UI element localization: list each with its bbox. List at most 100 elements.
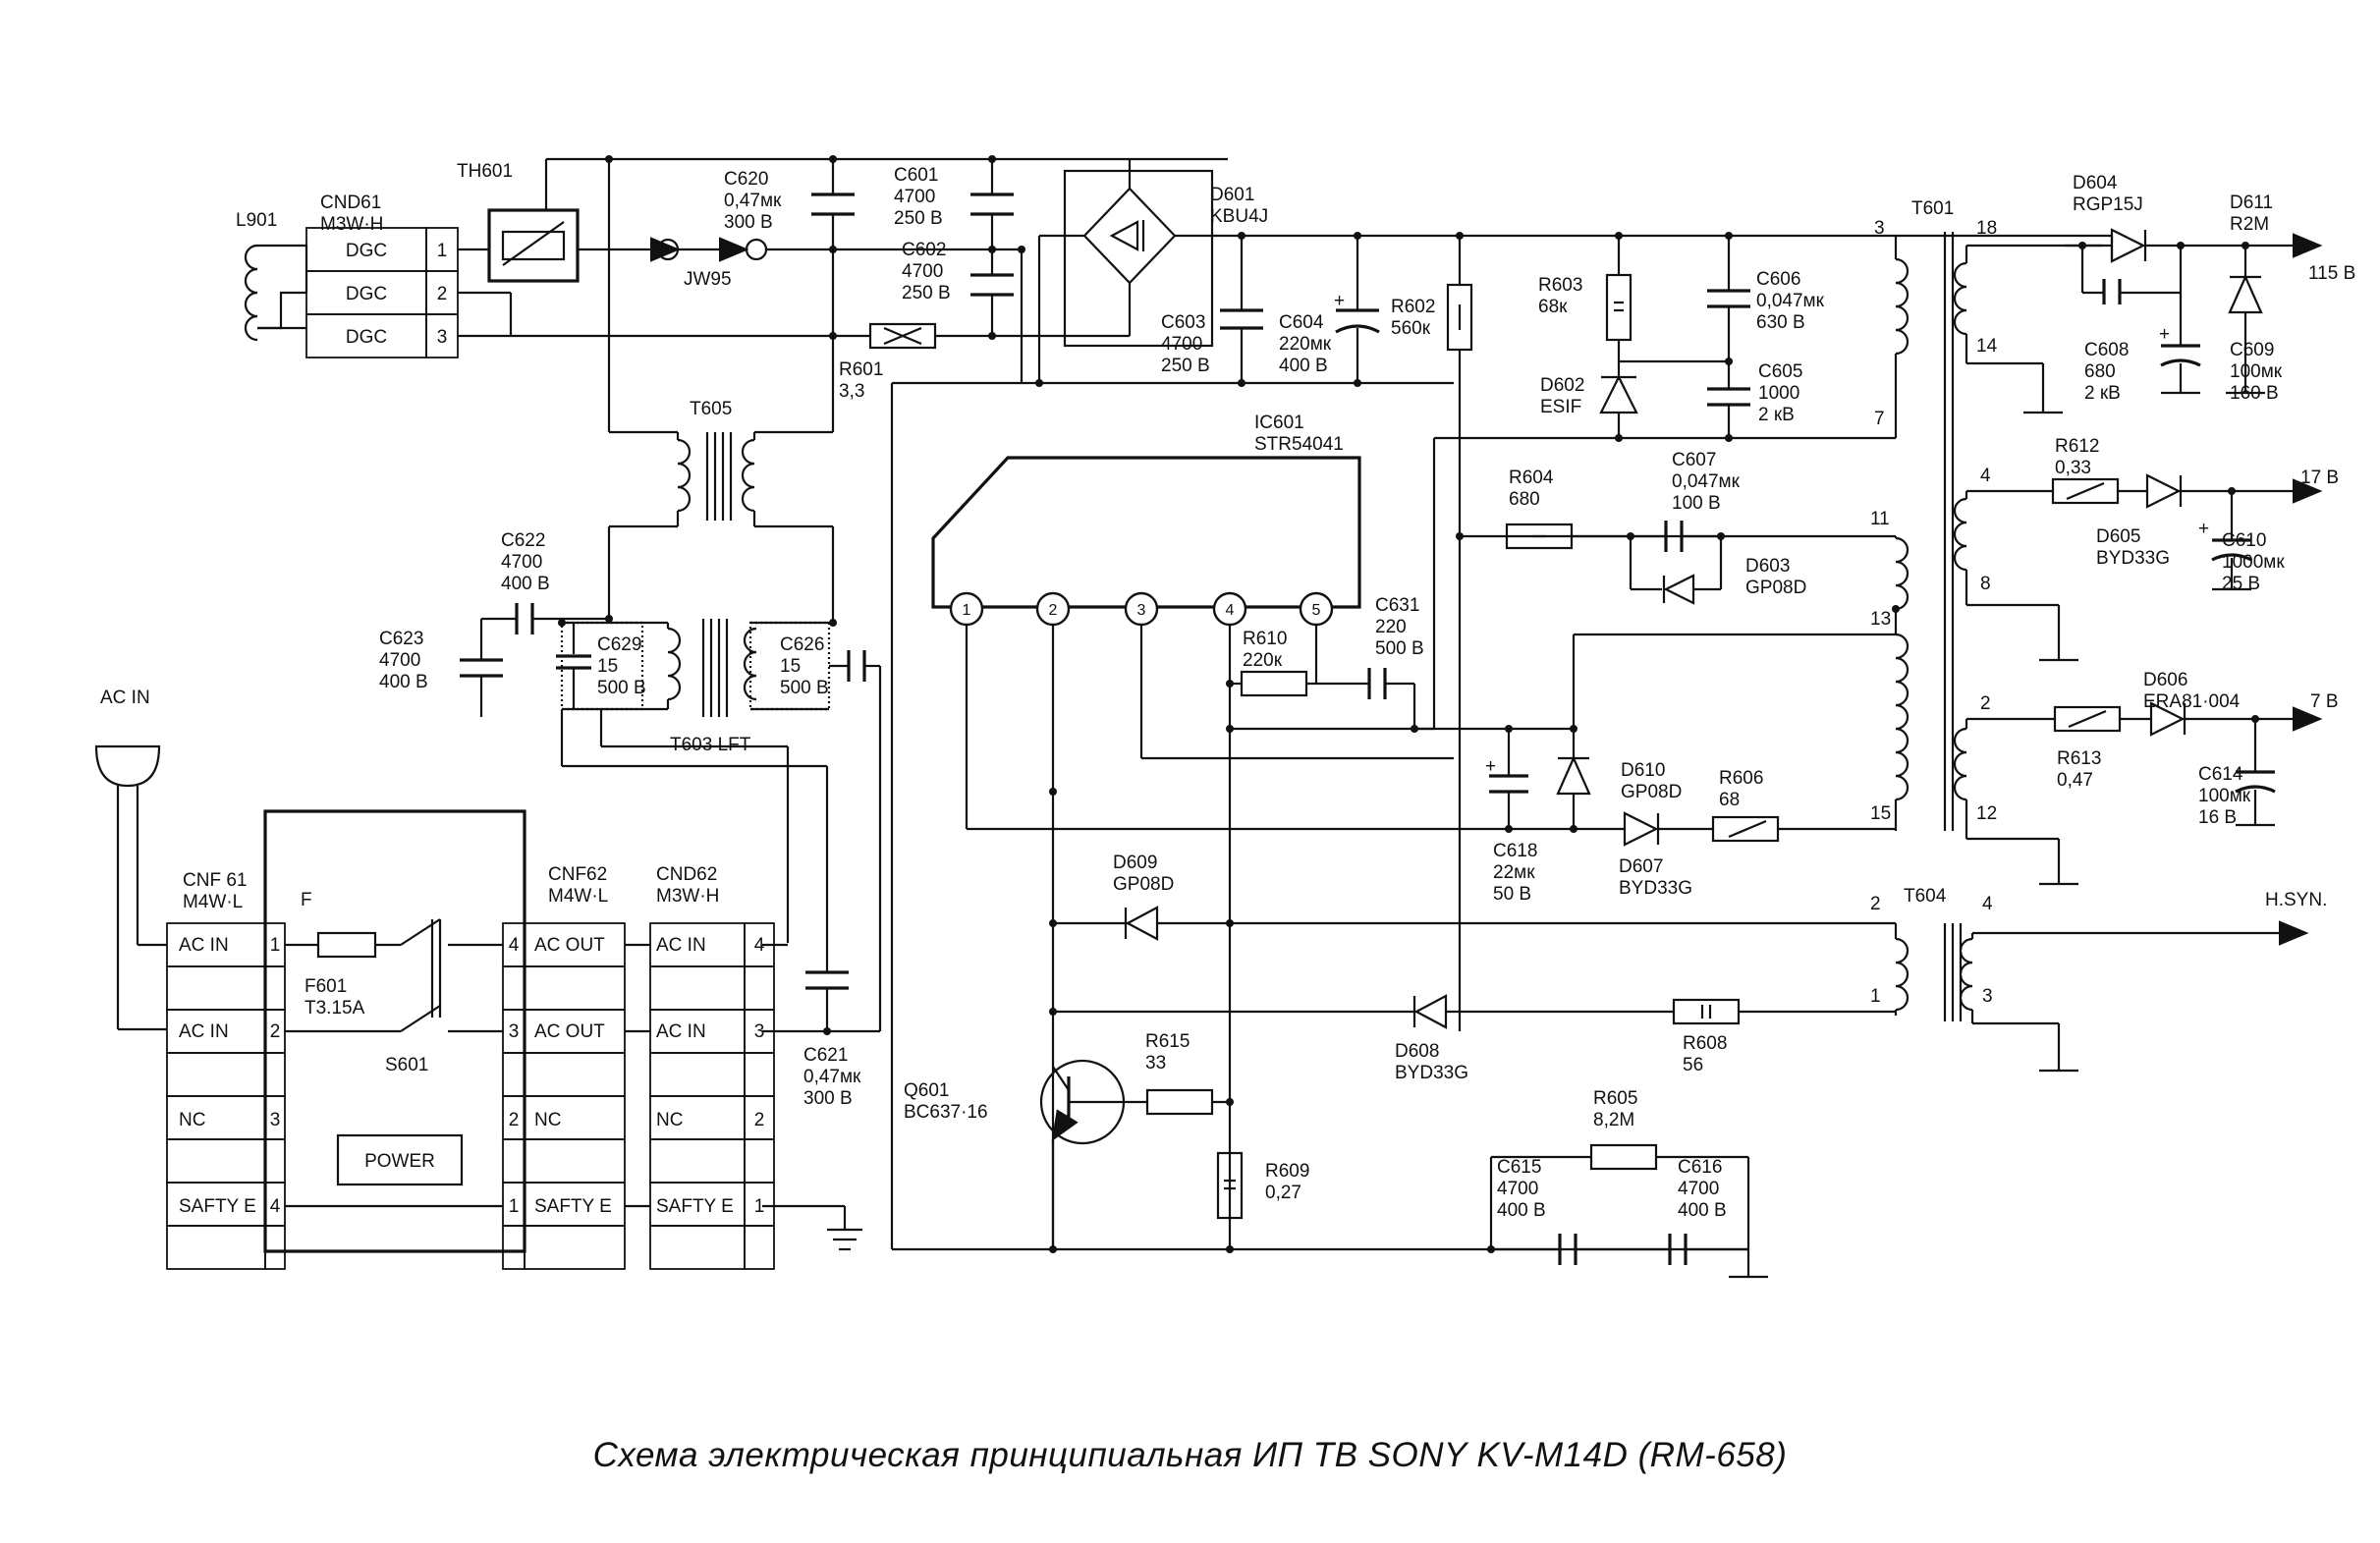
cnd61-pin-number: 3 [437,327,448,348]
r603-resistor [1605,273,1633,342]
pin-label-p15: 15 [1870,803,1891,824]
ic601-outline [931,456,1361,609]
pin-label-p2: 2 [1980,693,1991,714]
r608-resistor [1672,998,1741,1025]
cnd62-row-label: AC IN [656,935,706,956]
cnf62-row-label: AC OUT [534,1021,605,1042]
cnd62-row-label: SAFTY E [656,1196,734,1217]
label-t601: T601 [1911,198,1954,219]
r605-resistor [1589,1143,1658,1171]
pin-label-p13: 13 [1870,609,1891,630]
ic-pin-number: 3 [1137,602,1146,619]
output-voltage-labels: 115 В17 В7 ВH.SYN. [2265,263,2355,910]
power-switch-label: POWER [364,1151,435,1172]
label-l901: L901 [236,210,277,231]
cnf62-pin-number: 4 [509,935,520,956]
output-out7: 7 В [2310,691,2339,712]
pin-label-p8: 8 [1980,574,1991,594]
cnf61-row-label: AC IN [179,935,229,956]
cnd62-pin-number: 2 [754,1110,765,1130]
r615-resistor [1145,1088,1214,1116]
label-t605: T605 [690,399,732,419]
r609-resistor [1216,1151,1244,1220]
cnf62-pin-number: 2 [509,1110,520,1130]
cnf62-row-label: SAFTY E [534,1196,612,1217]
label-th601: TH601 [457,161,513,182]
label-s601: S601 [385,1055,428,1075]
cnd62-row-label: NC [656,1110,683,1130]
label-acin: AC IN [100,688,150,708]
d601-bridge-box [1063,169,1214,348]
ic-pin-1 [949,591,984,627]
ic-pin-4 [1212,591,1247,627]
pin-label-p2b: 2 [1870,894,1881,914]
wiring: + [94,155,2323,1279]
cnf62-row-label: AC OUT [534,935,605,956]
cnd61-row-label: DGC [346,241,387,261]
label-f: F [301,890,312,910]
ic-pin-number: 1 [963,602,971,619]
cnf62-pin-number: 1 [509,1196,520,1217]
ic-pin-5 [1299,591,1334,627]
cnf61-pin-number: 2 [270,1021,281,1042]
junction-dots [558,155,2259,1253]
svg-text:+: + [1485,756,1496,777]
svg-text:+: + [2159,324,2170,345]
power-switch-label-box [336,1133,464,1186]
svg-text:+: + [2198,519,2209,539]
pin-label-p3b: 3 [1982,986,1993,1007]
pin-label-p14: 14 [1976,336,1998,357]
label-t603: T603 LFT [670,735,751,755]
pin-label-p4b: 4 [1982,894,1993,914]
diagram-caption: Схема электрическая принципиальная ИП ТВ… [592,1436,1788,1474]
l901-coil [244,244,308,342]
svg-text:+: + [1334,291,1345,311]
plug-icon [94,744,161,788]
cnf61-row-label: AC IN [179,1021,229,1042]
r610-resistor [1240,670,1308,697]
output-out17: 17 В [2300,468,2339,488]
pin-label-p7: 7 [1874,409,1885,429]
